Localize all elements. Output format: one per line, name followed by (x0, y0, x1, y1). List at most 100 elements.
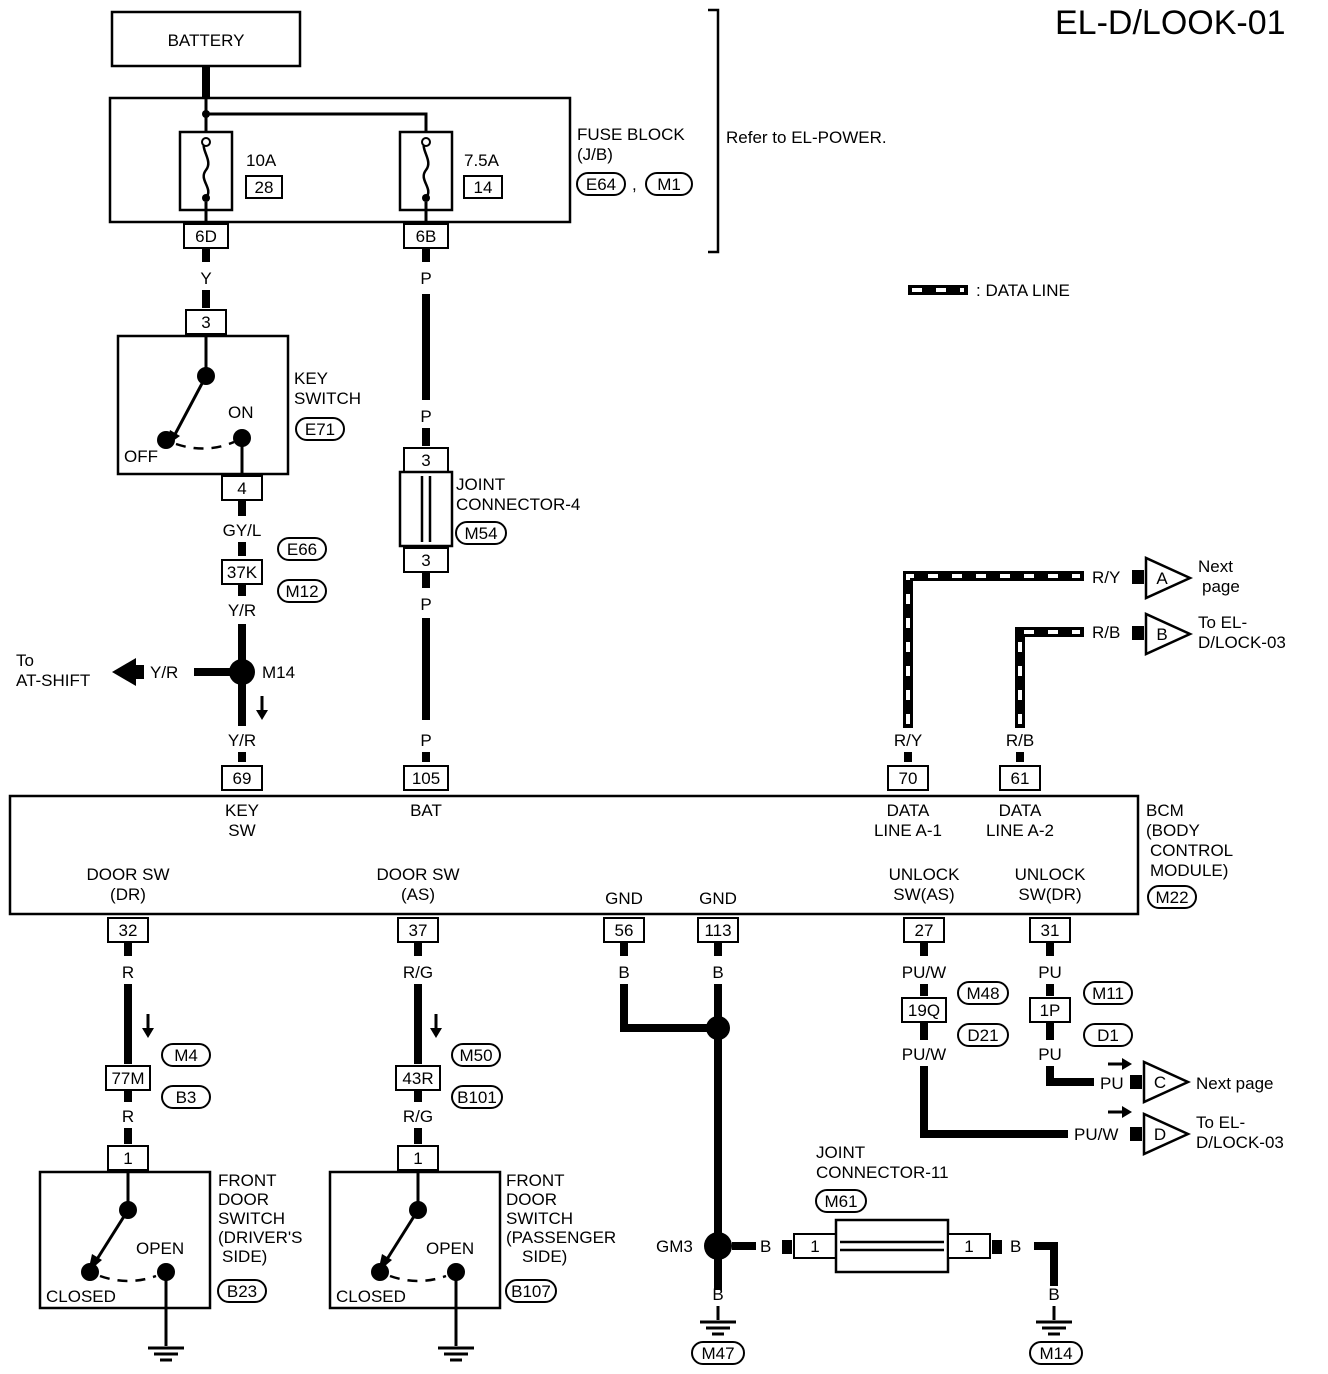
front-door-as-3: SWITCH (506, 1209, 573, 1228)
legend-data-line-label: : DATA LINE (976, 281, 1070, 300)
bcm-bat: BAT (410, 801, 442, 820)
joint4-label-1: JOINT (456, 475, 505, 494)
wire-puw-2: PU/W (902, 1045, 946, 1064)
wire-puw-1: PU/W (902, 963, 946, 982)
conn-e66: E66 (287, 540, 317, 559)
bcm-door-dr-1: DOOR SW (86, 865, 169, 884)
bcm-unlock-as-1: UNLOCK (889, 865, 961, 884)
joint4-label-2: CONNECTOR-4 (456, 495, 580, 514)
joint-connector-11 (834, 1218, 950, 1274)
wire-gyl: GY/L (223, 521, 262, 540)
wire-b-4: B (712, 1285, 723, 1304)
bcm-pin-70: 70 (899, 769, 918, 788)
fuse2-number: 14 (474, 178, 493, 197)
joint-connector-4 (398, 470, 454, 548)
pin-43r: 43R (402, 1069, 433, 1088)
wire-r-1: R (122, 963, 134, 982)
bcm-pin-56: 56 (615, 921, 634, 940)
pin-19q: 19Q (908, 1001, 940, 1020)
front-door-as-open: OPEN (426, 1239, 474, 1258)
key-switch-off: OFF (124, 447, 158, 466)
data-line-legend: : DATA LINE (908, 281, 1070, 300)
data-line-a2 (1015, 627, 1084, 728)
key-switch-pin-4: 4 (237, 479, 246, 498)
pin-37k: 37K (227, 563, 258, 582)
joint4-conn-m54: M54 (464, 524, 497, 543)
pin-6d: 6D (195, 227, 217, 246)
joint11-label-1: JOINT (816, 1143, 865, 1162)
bcm-pin-61: 61 (1011, 769, 1030, 788)
wire-yr-1: Y/R (228, 601, 256, 620)
data-line-a1 (903, 571, 1084, 728)
conn-m50: M50 (459, 1046, 492, 1065)
pin-1p: 1P (1040, 1001, 1061, 1020)
fuse1-number: 28 (255, 178, 274, 197)
fuse-conn-e64: E64 (586, 175, 616, 194)
wire-y: Y (200, 269, 211, 288)
bcm-door-dr-2: (DR) (110, 885, 146, 904)
bcm-unlock-dr-2: SW(DR) (1018, 885, 1081, 904)
front-door-switch-driver: OPEN CLOSED (38, 1170, 212, 1310)
bcm-pin-32: 32 (119, 921, 138, 940)
offpage-c: C (1154, 1073, 1166, 1092)
conn-m11: M11 (1092, 984, 1124, 1003)
front-door-as-conn: B107 (511, 1282, 551, 1301)
front-door-dr-3: SWITCH (218, 1209, 285, 1228)
front-door-switch-passenger: OPEN CLOSED (328, 1170, 502, 1310)
conn-b101: B101 (457, 1088, 497, 1107)
fuse-conn-m1: M1 (657, 175, 681, 194)
bcm-pin-37: 37 (409, 921, 428, 940)
fuse-7-5a (398, 130, 454, 212)
wire-b-3: B (760, 1237, 771, 1256)
joint11-conn-m61: M61 (824, 1192, 857, 1211)
current-arrow-icon (1108, 1106, 1132, 1118)
arrow-left-icon (112, 658, 136, 686)
offpage-a-2: page (1202, 577, 1240, 596)
fuse-block: 10A 28 7.5A 14 (108, 96, 572, 224)
joint4-pin-top: 3 (421, 451, 430, 470)
bcm-pin-105: 105 (412, 769, 440, 788)
conn-m4: M4 (174, 1046, 198, 1065)
bcm-pin-69: 69 (233, 769, 252, 788)
fuse-10a (178, 130, 234, 212)
conn-d21: D21 (967, 1026, 998, 1045)
front-door-dr-4: (DRIVER'S (218, 1228, 302, 1247)
bcm-data-a1-2: LINE A-1 (874, 821, 942, 840)
bcm-label-2: (BODY (1146, 821, 1200, 840)
wire-p-1: P (420, 269, 431, 288)
ground-icon (148, 1346, 184, 1362)
ground-icon (1036, 1320, 1072, 1336)
joint11-pin-left: 1 (810, 1237, 819, 1256)
bcm-label-4: MODULE) (1150, 861, 1228, 880)
offpage-d-2: D/LOCK-03 (1196, 1133, 1284, 1152)
joint11-pin-right: 1 (964, 1237, 973, 1256)
bcm-gnd-1: GND (605, 889, 643, 908)
pin-77m: 77M (111, 1069, 144, 1088)
to-at-shift-1: To (16, 651, 34, 670)
front-door-dr-conn: B23 (227, 1282, 257, 1301)
wire-pu-1: PU (1038, 963, 1062, 982)
fuse-conn-sep: , (632, 175, 637, 194)
bcm-door-as-1: DOOR SW (376, 865, 459, 884)
wire-puw-3: PU/W (1074, 1125, 1118, 1144)
refer-el-power: Refer to EL-POWER. (726, 128, 887, 147)
offpage-b: B (1156, 625, 1167, 644)
current-arrow-icon (1108, 1058, 1132, 1070)
front-door-as-1: FRONT (506, 1171, 565, 1190)
front-door-as-2: DOOR (506, 1190, 557, 1209)
fuse2-amp: 7.5A (464, 151, 500, 170)
conn-m12: M12 (285, 582, 318, 601)
bcm-data-a2-2: LINE A-2 (986, 821, 1054, 840)
offpage-d-1: To EL- (1196, 1113, 1245, 1132)
wire-rb-2: R/B (1006, 731, 1034, 750)
key-switch-pin-3: 3 (201, 313, 210, 332)
bcm-pin-31: 31 (1041, 921, 1060, 940)
wire-rb-1: R/B (1092, 623, 1120, 642)
front-door-as-closed: CLOSED (336, 1287, 406, 1306)
joint11-label-2: CONNECTOR-11 (816, 1163, 949, 1182)
offpage-c-1: Next page (1196, 1074, 1274, 1093)
wire-b-2: B (712, 963, 723, 982)
key-switch-on: ON (228, 403, 254, 422)
offpage-b-1: To EL- (1198, 613, 1247, 632)
